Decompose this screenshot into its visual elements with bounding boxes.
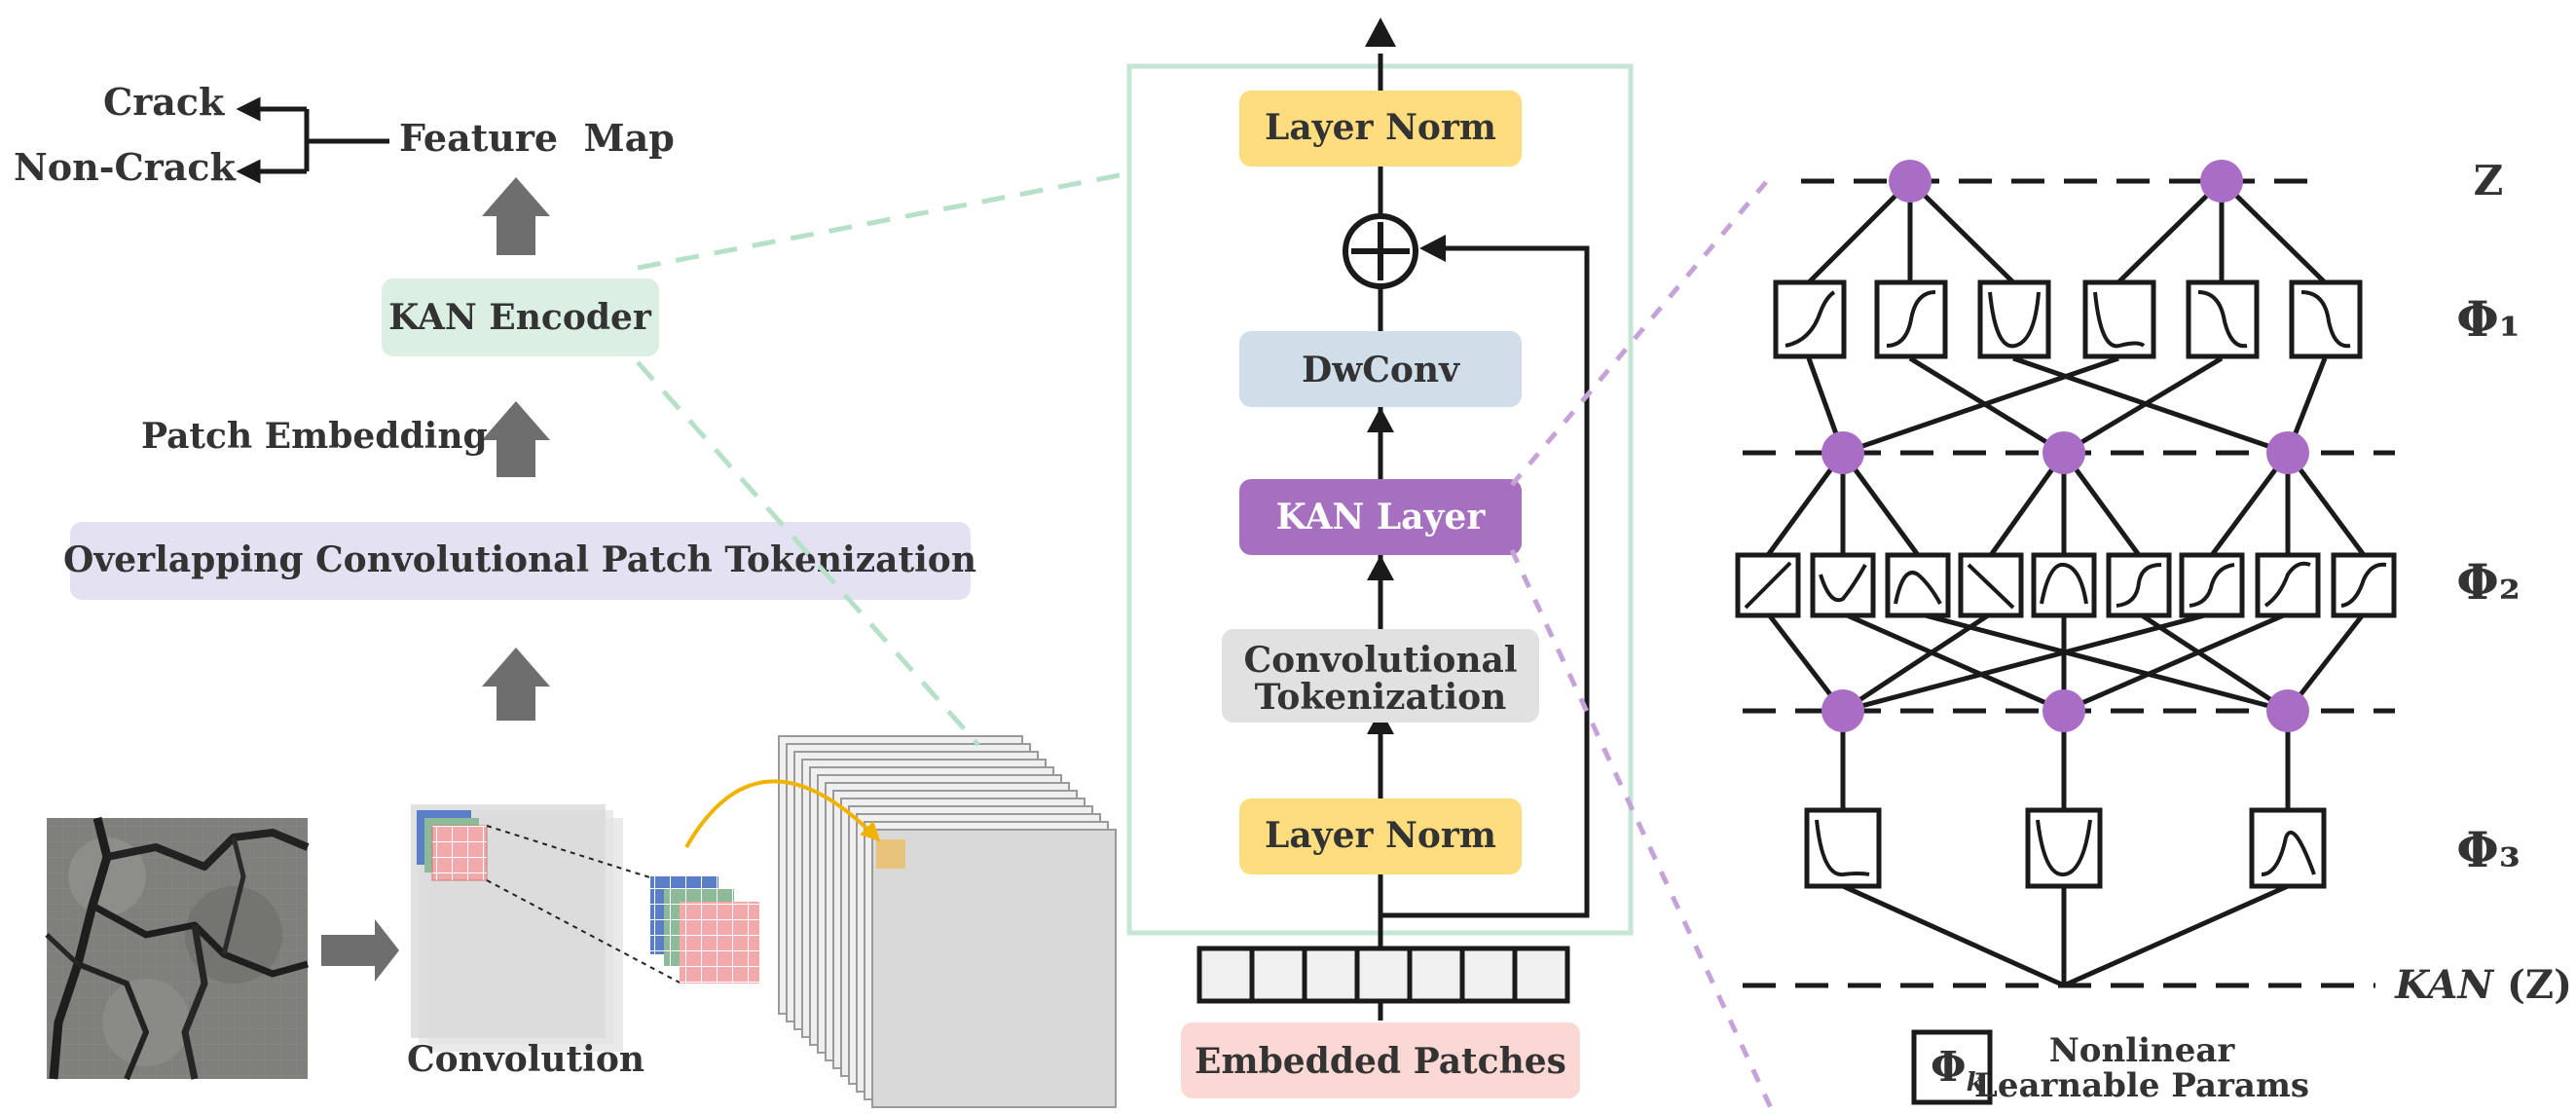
patch-token-row xyxy=(1196,946,1570,1004)
phi1-activation-boxes xyxy=(1773,279,2363,359)
kan-encoder-box xyxy=(382,278,659,356)
feature-map-label: Feature Map xyxy=(399,116,675,160)
legend-phi-sub: k xyxy=(1967,1068,1984,1097)
feature-map-stack xyxy=(778,735,1117,1108)
legend-phi-symbol: Φk xyxy=(1931,1043,1984,1097)
kan-nodes xyxy=(1822,160,2309,732)
phi2-activation-boxes xyxy=(1735,552,2397,618)
kan-z-label: KAN (Z) xyxy=(2394,962,2572,1008)
phi2-label: Φ₂ xyxy=(2456,553,2520,611)
layer-norm-top-box xyxy=(1239,91,1522,167)
legend-line-1: Nonlinear xyxy=(2049,1031,2236,1070)
kan-layer-box xyxy=(1239,479,1522,555)
arrow-to-convolution xyxy=(321,919,399,982)
output-branch-connector xyxy=(236,96,389,184)
crack-label: Crack xyxy=(103,80,225,124)
embedded-patches-label: Embedded Patches xyxy=(1195,1041,1566,1082)
sliding-arrow xyxy=(684,779,881,849)
up-arrow-2 xyxy=(482,401,550,477)
layer-norm-bottom-label: Layer Norm xyxy=(1265,815,1496,856)
crack-image xyxy=(45,816,310,1081)
kan-layer-label: KAN Layer xyxy=(1276,497,1487,538)
ocpt-box xyxy=(70,522,971,600)
kan-z-rest: (Z) xyxy=(2493,962,2572,1008)
phi3-label: Φ₃ xyxy=(2456,821,2520,878)
center-panel: Layer Norm DwConv KAN Layer Convolutiona… xyxy=(1126,18,1775,1112)
up-arrow-3 xyxy=(482,177,550,255)
z-label: Z xyxy=(2474,157,2504,204)
up-arrow-1 xyxy=(482,648,550,721)
phi1-label: Φ₁ xyxy=(2456,290,2520,348)
conv-tokenization-label-1: Convolutional xyxy=(1243,640,1517,681)
layer-norm-top-label: Layer Norm xyxy=(1265,107,1496,148)
layer-norm-bottom-box xyxy=(1239,798,1522,874)
convolution-label: Convolution xyxy=(407,1039,644,1080)
dwconv-label: DwConv xyxy=(1302,350,1460,390)
legend-phi-char: Φ xyxy=(1931,1043,1967,1091)
kan-encoder-label: KAN Encoder xyxy=(388,297,652,338)
legend-phi-box xyxy=(1911,1029,1993,1105)
non-crack-label: Non-Crack xyxy=(14,145,237,189)
patch-embedding-label: Patch Embedding xyxy=(141,416,488,457)
kan-z-italic: KAN xyxy=(2394,962,2494,1008)
kernel-cube-large xyxy=(650,876,759,984)
kan-network-panel: Z Φ₁ Φ₂ Φ₃ KAN (Z) Φk Nonlinear Learnabl… xyxy=(1735,157,2572,1105)
left-panel: Convolution Overlapping Convolutional Pa… xyxy=(14,80,1121,1108)
ocpt-label: Overlapping Convolutional Patch Tokeniza… xyxy=(63,539,976,580)
legend-line-2: Learnable Params xyxy=(1974,1066,2309,1105)
embedded-patches-box xyxy=(1181,1022,1580,1098)
kernel-cube-small xyxy=(417,810,488,881)
dwconv-box xyxy=(1239,331,1522,407)
conv-tokenization-box xyxy=(1222,629,1539,723)
conv-tokenization-label-2: Tokenization xyxy=(1255,677,1507,718)
